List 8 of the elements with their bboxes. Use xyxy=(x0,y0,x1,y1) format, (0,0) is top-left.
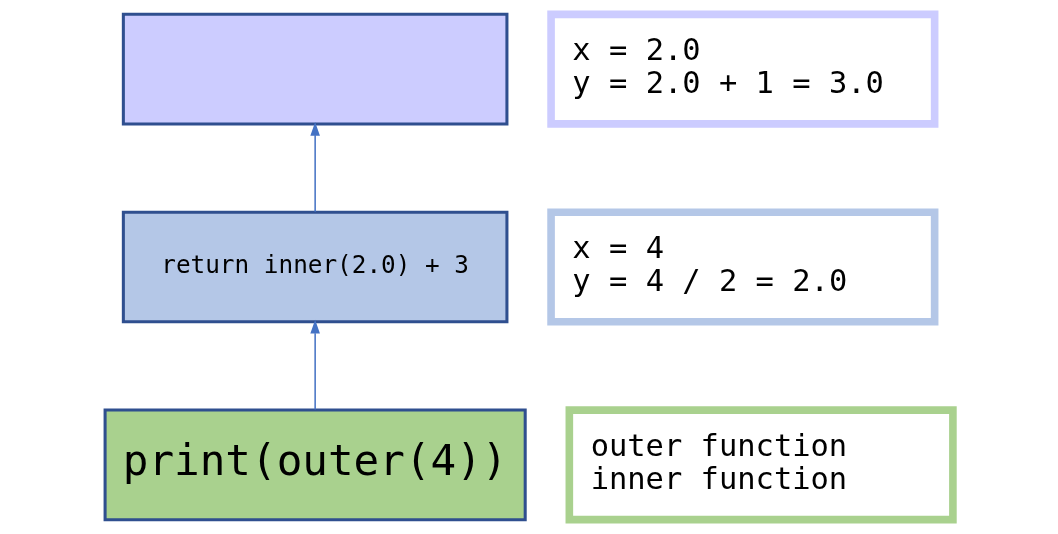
arrow xyxy=(310,121,320,213)
node-box xyxy=(121,12,509,126)
node-box: x = 2.0 y = 2.0 + 1 = 3.0 xyxy=(547,10,939,128)
node-box: outer function inner function xyxy=(565,406,957,524)
node-box: print(outer(4)) xyxy=(103,408,527,522)
arrow xyxy=(310,319,320,411)
node-box: x = 4 y = 4 / 2 = 2.0 xyxy=(547,208,939,326)
node-box: return inner(2.0) + 3 xyxy=(121,210,509,324)
